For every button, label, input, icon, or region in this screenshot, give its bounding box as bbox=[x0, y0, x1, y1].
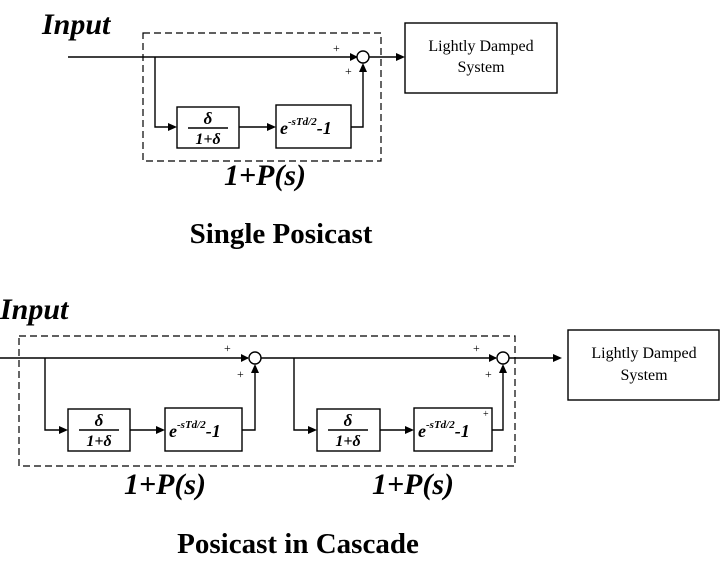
bottom-arrow-to-system bbox=[553, 354, 562, 362]
bottom-stage2-gain-denominator: 1+δ bbox=[335, 433, 360, 450]
bottom-stage1-block-label: 1+P(s) bbox=[124, 468, 206, 501]
top-plus-sign-bottom: + bbox=[345, 64, 352, 78]
top-posicast-boundary bbox=[142, 32, 382, 162]
bottom-stage2-branch-line bbox=[293, 358, 309, 431]
bottom-stage2-delay-expression: e-sTd/2-1 bbox=[418, 419, 470, 441]
bottom-system-label-line1: Lightly Damped bbox=[591, 345, 696, 362]
top-plus-sign-left: + bbox=[333, 41, 340, 55]
bottom-stage1-delay-to-summer-line bbox=[242, 372, 256, 431]
single-posicast-diagram: Input + + Lightly Damped System δ 1+δ e-… bbox=[41, 8, 558, 250]
bottom-stage1-arrow-to-delay bbox=[156, 426, 165, 434]
top-summing-junction bbox=[356, 50, 370, 64]
top-branch-line bbox=[154, 57, 169, 128]
bottom-stage2-arrow-to-delay bbox=[405, 426, 414, 434]
bottom-input-label: Input bbox=[0, 293, 70, 326]
top-delay-expression: e-sTd/2-1 bbox=[280, 116, 332, 138]
bottom-system-label-line2: System bbox=[620, 367, 668, 384]
top-gain-denominator: 1+δ bbox=[195, 131, 220, 148]
bottom-stage1-gain-denominator: 1+δ bbox=[86, 433, 111, 450]
bottom-stage2-block-label: 1+P(s) bbox=[372, 468, 454, 501]
bottom-stage2-delay-to-summer-line bbox=[492, 372, 504, 431]
top-arrow-to-system bbox=[396, 53, 405, 61]
bottom-stage2-arrow-up-to-summer bbox=[499, 364, 507, 373]
top-block-label: 1+P(s) bbox=[224, 159, 306, 192]
top-caption: Single Posicast bbox=[190, 218, 373, 250]
bottom-summing-junction-2 bbox=[496, 351, 510, 365]
bottom-stage1-arrow-to-gain bbox=[59, 426, 68, 434]
bottom-summing-junction-1 bbox=[248, 351, 262, 365]
bottom-stage1-plus-bottom: + bbox=[237, 367, 244, 381]
bottom-lightly-damped-system-block bbox=[567, 329, 720, 401]
bottom-stage2-plus-extra: + bbox=[483, 409, 489, 420]
bottom-stage2-arrow-to-gain bbox=[308, 426, 317, 434]
bottom-stage2-plus-bottom: + bbox=[485, 367, 492, 381]
top-gain-numerator: δ bbox=[204, 109, 213, 128]
top-arrow-to-delay bbox=[267, 123, 276, 131]
bottom-stage2-plus-left: + bbox=[473, 341, 480, 355]
bottom-arrow-to-summer-2 bbox=[489, 354, 497, 362]
top-input-label: Input bbox=[41, 8, 112, 41]
bottom-posicast-boundary bbox=[18, 335, 516, 467]
bottom-stage1-gain-numerator: δ bbox=[95, 411, 104, 430]
top-system-label-line1: Lightly Damped bbox=[428, 38, 533, 55]
top-arrow-to-gain bbox=[168, 123, 177, 131]
bottom-caption: Posicast in Cascade bbox=[177, 528, 419, 560]
bottom-stage1-arrow-up-to-summer bbox=[251, 364, 259, 373]
top-lightly-damped-system-block bbox=[404, 22, 558, 94]
top-delay-to-summer-line bbox=[351, 71, 364, 128]
top-arrow-up-to-summer bbox=[359, 63, 367, 72]
bottom-stage1-delay-block bbox=[164, 407, 243, 452]
bottom-stage2-delay-block bbox=[413, 407, 493, 452]
top-system-label-line2: System bbox=[457, 59, 505, 76]
top-arrow-to-summer bbox=[350, 53, 358, 61]
bottom-stage1-plus-left: + bbox=[224, 341, 231, 355]
bottom-arrow-to-summer-1 bbox=[241, 354, 249, 362]
bottom-stage1-delay-expression: e-sTd/2-1 bbox=[169, 419, 221, 441]
cascade-posicast-diagram: Input + + + + Lightly Damped System δ 1+… bbox=[0, 293, 720, 560]
bottom-stage2-gain-numerator: δ bbox=[344, 411, 353, 430]
bottom-stage1-branch-line bbox=[44, 358, 60, 431]
